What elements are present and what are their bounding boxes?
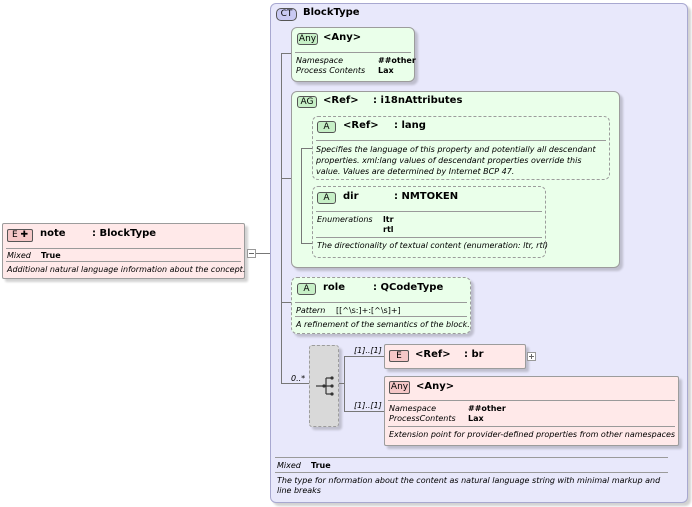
any-namespace-label: Namespace bbox=[296, 56, 344, 65]
connector-any1 bbox=[281, 53, 291, 54]
note-element-badge: E ✚ bbox=[7, 229, 33, 242]
any-badge: Any bbox=[297, 33, 318, 45]
any-extension-box[interactable] bbox=[384, 376, 679, 446]
divider bbox=[295, 302, 467, 303]
lang-ref: <Ref> bbox=[343, 120, 379, 131]
choice-icon bbox=[316, 376, 334, 396]
divider bbox=[316, 211, 542, 212]
dir-attribute-badge: A bbox=[317, 192, 336, 204]
note-to-type-connector bbox=[256, 253, 270, 254]
sequence-vertical-connector bbox=[281, 53, 282, 383]
choice-compositor[interactable] bbox=[309, 345, 339, 427]
note-type: : BlockType bbox=[92, 228, 157, 239]
divider bbox=[295, 316, 467, 317]
role-attribute-box[interactable] bbox=[291, 277, 471, 334]
choice-occurrence: 0..* bbox=[291, 374, 306, 383]
br-ref: <Ref> bbox=[415, 349, 451, 360]
any-extension-namespace-label: Namespace bbox=[389, 404, 437, 413]
any2-occurrence: [1]..[1] bbox=[354, 401, 382, 410]
dir-type: : NMTOKEN bbox=[394, 191, 459, 202]
connector-br bbox=[344, 356, 384, 357]
role-name: role bbox=[323, 282, 346, 293]
role-type: : QCodeType bbox=[373, 282, 444, 293]
divider bbox=[275, 472, 668, 473]
divider bbox=[388, 400, 675, 401]
complex-type-mixed-label: Mixed bbox=[277, 461, 301, 470]
complex-type-mixed-value: True bbox=[311, 461, 331, 470]
any-namespace-value: ##other bbox=[378, 56, 416, 65]
note-mixed-label: Mixed bbox=[7, 251, 31, 260]
connector-any2 bbox=[344, 411, 384, 412]
role-pattern-value: [[^\s:]+:[^\s]+] bbox=[336, 306, 401, 315]
divider bbox=[249, 253, 254, 254]
any-title: <Any> bbox=[323, 32, 362, 43]
role-attribute-badge: A bbox=[297, 283, 316, 295]
divider bbox=[6, 248, 241, 249]
br-element-badge: E bbox=[389, 350, 409, 362]
any-process-contents-value: Lax bbox=[378, 66, 394, 75]
choice-branch-vertical bbox=[344, 356, 345, 411]
any-process-contents-label: Process Contents bbox=[296, 66, 366, 75]
any-extension-process-contents-value: Lax bbox=[468, 414, 484, 423]
attribute-group-ref: <Ref> bbox=[323, 95, 359, 106]
note-element-box[interactable] bbox=[2, 223, 245, 279]
lang-name: : lang bbox=[394, 120, 426, 131]
note-badge-expand-icon: ✚ bbox=[20, 230, 29, 240]
divider bbox=[295, 52, 411, 53]
any-extension-badge: Any bbox=[389, 381, 410, 394]
divider bbox=[6, 261, 241, 262]
role-pattern-label: Pattern bbox=[296, 306, 326, 315]
lang-attribute-badge: A bbox=[317, 121, 336, 133]
any-extension-title: <Any> bbox=[416, 381, 455, 392]
connector-role bbox=[281, 302, 291, 303]
dir-name: dir bbox=[343, 191, 359, 202]
dir-attribute-box[interactable] bbox=[312, 186, 546, 258]
br-occurrence: [1]..[1] bbox=[354, 346, 382, 355]
any-extension-documentation: Extension point for provider-defined pro… bbox=[389, 430, 676, 439]
br-name: : br bbox=[464, 349, 484, 360]
any-extension-process-contents-label: ProcessContents bbox=[389, 414, 456, 423]
note-name: note bbox=[40, 228, 66, 239]
lang-documentation: Specifies the language of this property … bbox=[316, 145, 596, 176]
attribute-group-name: : i18nAttributes bbox=[373, 95, 463, 106]
connector-dir bbox=[301, 243, 312, 244]
complex-type-title: BlockType bbox=[303, 7, 360, 18]
br-expand-icon[interactable] bbox=[527, 352, 536, 361]
connector-ag bbox=[281, 178, 291, 179]
dir-enumeration-ltr: ltr bbox=[383, 215, 394, 224]
attribute-group-badge: AG bbox=[297, 96, 317, 108]
choice-branch-stub bbox=[339, 383, 344, 384]
connector-lang bbox=[301, 148, 312, 149]
dir-documentation: The directionality of textual content (e… bbox=[317, 241, 548, 250]
note-collapse-icon[interactable] bbox=[247, 249, 256, 258]
dir-enumerations-label: Enumerations bbox=[317, 215, 373, 224]
note-documentation: Additional natural language information … bbox=[7, 265, 246, 274]
divider bbox=[388, 426, 675, 427]
complex-type-documentation: The type for nformation about the conten… bbox=[277, 476, 661, 495]
note-mixed-value: True bbox=[41, 251, 61, 260]
ag-inner-connector bbox=[301, 148, 302, 243]
any-extension-namespace-value: ##other bbox=[468, 404, 506, 413]
divider bbox=[316, 140, 606, 141]
lang-attribute-box[interactable] bbox=[312, 116, 610, 180]
complex-type-badge: CT bbox=[276, 8, 297, 21]
divider bbox=[316, 237, 542, 238]
dir-enumeration-rtl: rtl bbox=[383, 225, 394, 234]
divider bbox=[531, 354, 532, 359]
note-badge-letter: E bbox=[11, 230, 18, 240]
connector-choice bbox=[281, 383, 309, 384]
role-documentation: A refinement of the semantics of the blo… bbox=[296, 320, 470, 329]
divider bbox=[275, 457, 668, 458]
